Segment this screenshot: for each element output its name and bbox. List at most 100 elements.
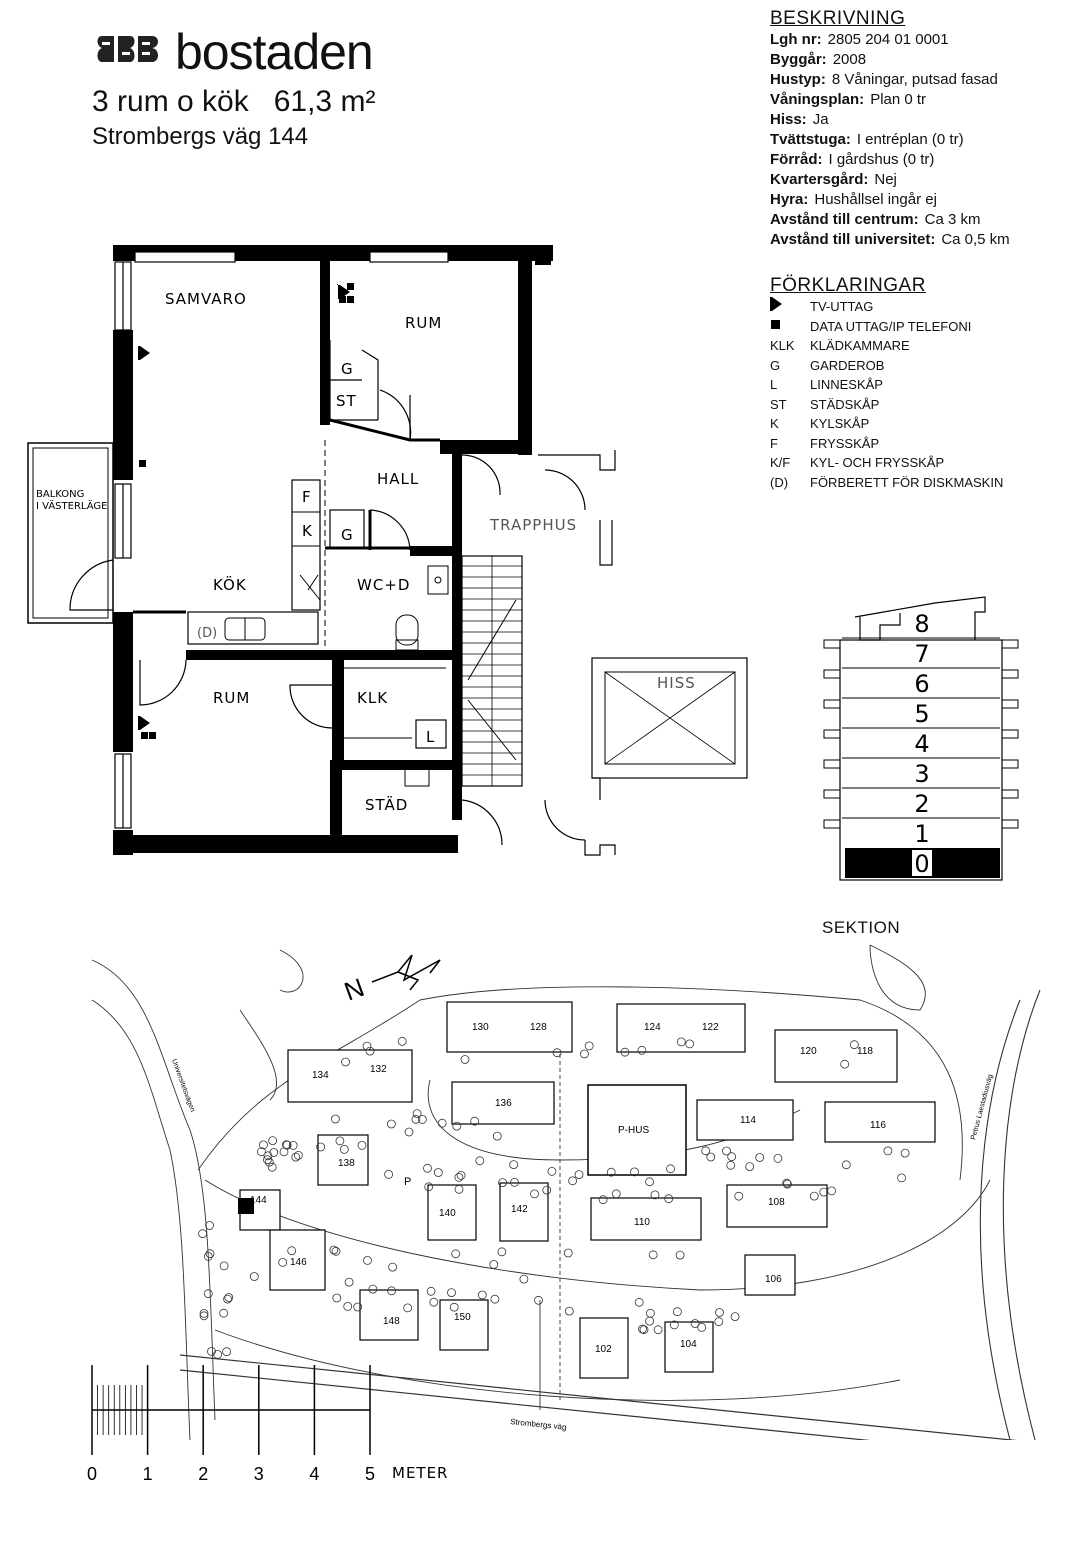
description-row: Hiss: Ja	[770, 110, 1070, 130]
legend-text: GARDEROB	[810, 357, 885, 373]
legend-item: DATA UTTAG/IP TELEFONI	[770, 317, 1070, 337]
balcony-orientation: I VÄSTERLÄGE	[36, 499, 107, 512]
fixture-g-1: G	[341, 360, 354, 378]
description-value: Ja	[812, 111, 829, 128]
scale-tick-label: 4	[309, 1464, 319, 1484]
road-petrus: Petrus Laestadiusväg	[970, 1074, 994, 1141]
apartment-address: Strombergs väg 144	[92, 123, 309, 150]
room-trapphus: TRAPPHUS	[489, 516, 577, 534]
legend-text: DATA UTTAG/IP TELEFONI	[810, 318, 972, 334]
description-value: Hushållsel ingår ej	[814, 191, 937, 208]
description-label: Förråd:	[770, 151, 823, 168]
description-row: Våningsplan:Plan 0 tr	[770, 90, 1070, 110]
scale-tick-label: 3	[254, 1464, 264, 1484]
legend-text: KYL- OCH FRYSSKÅP	[810, 455, 945, 470]
north-label: N	[340, 972, 368, 1007]
scale-tick-label: 5	[365, 1464, 375, 1484]
building-label: 144	[250, 1195, 267, 1206]
description-value: 2008	[832, 51, 867, 68]
description-row: Hustyp: 8 Våningar, putsad fasad	[770, 70, 1070, 90]
building-label: 110	[634, 1217, 650, 1228]
floor-number: 6	[914, 670, 929, 698]
description-value: Ca 3 km	[924, 211, 981, 228]
fixture-dishwasher: (D)	[197, 626, 217, 641]
legend-text: KLÄDKAMMARE	[810, 338, 910, 353]
room-wc: WC+D	[357, 576, 410, 594]
section-label: SEKTION	[822, 918, 901, 937]
tv-icon	[138, 716, 150, 730]
legend-code: ST	[770, 396, 787, 412]
room-rum-2: RUM	[213, 689, 250, 707]
scale-tick-label: 2	[198, 1464, 208, 1484]
building-label: 148	[383, 1316, 400, 1327]
building-label: 102	[595, 1344, 612, 1355]
building-label: 124	[644, 1022, 661, 1033]
bostaden-logo	[97, 36, 158, 62]
description-value: I entréplan (0 tr)	[856, 131, 964, 148]
description-value: 2805 204 01 0001	[827, 31, 949, 48]
building-label: 122	[702, 1022, 719, 1033]
road-universitet: Universitetsvägen	[170, 1058, 196, 1113]
building-label: 108	[768, 1197, 785, 1208]
description-value: Nej	[874, 171, 897, 188]
description-label: Kvartersgård:	[770, 171, 869, 188]
description-label: Hiss:	[770, 111, 807, 128]
legend-code: KLK	[770, 338, 795, 353]
p-hus-label: P-HUS	[618, 1125, 649, 1136]
description-value: 8 Våningar, putsad fasad	[831, 71, 998, 88]
description-row: Lgh nr: 2805 204 01 0001	[770, 30, 1070, 50]
legend-code: L	[770, 377, 778, 392]
building-label: 138	[338, 1158, 355, 1169]
tv-icon	[338, 285, 350, 299]
description-label: Byggår:	[770, 51, 827, 68]
room-hall: HALL	[377, 470, 419, 488]
legend-code: K/F	[770, 455, 791, 470]
building-label: 120	[800, 1046, 817, 1057]
room-hiss: HISS	[657, 674, 696, 692]
building-label: 104	[680, 1339, 697, 1350]
legend-text: LINNESKÅP	[810, 377, 883, 392]
floor-number: 3	[914, 760, 929, 788]
room-klk: KLK	[357, 689, 388, 707]
building-label: 146	[290, 1257, 307, 1268]
room-samvaro: SAMVARO	[165, 290, 247, 308]
fixture-st: ST	[336, 392, 357, 410]
building-label: 142	[511, 1204, 528, 1215]
floor-number: 7	[914, 640, 929, 668]
data-icon	[770, 317, 810, 337]
description-title: BESKRIVNING	[770, 8, 906, 29]
floor-number: 2	[914, 790, 929, 818]
building-label: 116	[870, 1120, 886, 1131]
floor-number: 5	[914, 700, 929, 728]
legend-code: K	[770, 416, 779, 431]
scale-tick-label: 1	[143, 1464, 153, 1484]
description-row: Avstånd till universitet:Ca 0,5 km	[770, 230, 1070, 250]
building-label: 118	[857, 1046, 873, 1057]
legend-text: KYLSKÅP	[810, 416, 870, 431]
fixture-l: L	[426, 728, 435, 746]
fixture-k: K	[302, 522, 313, 540]
description-row: Hyra: Hushållsel ingår ej	[770, 190, 1070, 210]
description-label: Hustyp:	[770, 71, 826, 88]
description-value: I gårdshus (0 tr)	[828, 151, 935, 168]
description-label: Lgh nr:	[770, 31, 822, 48]
description-row: Avstånd till centrum:Ca 3 km	[770, 210, 1070, 230]
legend-item: TV-UTTAG	[770, 297, 1070, 317]
building-label: 134	[312, 1070, 329, 1081]
legend-item: K/F KYL- OCH FRYSSKÅP	[770, 453, 1070, 473]
balcony-label: BALKONG	[36, 489, 84, 500]
legend-text: FRYSSKÅP	[810, 435, 880, 451]
description-label: Våningsplan:	[770, 91, 865, 108]
room-stad: STÄD	[365, 795, 408, 814]
fixture-f: F	[302, 488, 312, 506]
description-row: Tvättstuga:I entréplan (0 tr)	[770, 130, 1070, 150]
description-label: Hyra:	[770, 191, 809, 208]
fixture-g-2: G	[341, 526, 354, 544]
